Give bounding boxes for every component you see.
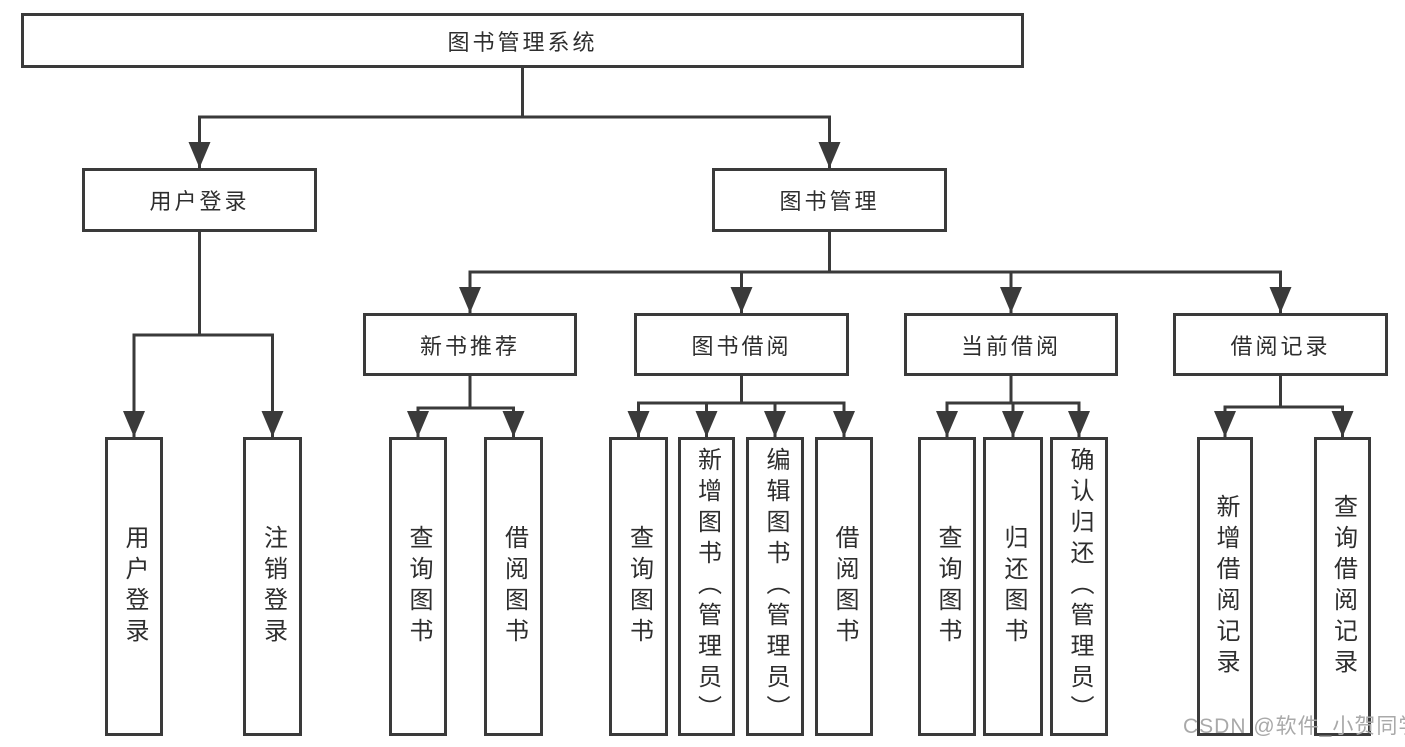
arrow-icon	[407, 411, 429, 437]
node-current-borrow: 当前借阅	[904, 313, 1118, 376]
node-book-management: 图书管理	[712, 168, 947, 232]
arrow-icon	[502, 411, 525, 437]
leaf-add-borrow-record-label: 新增借阅记录	[1212, 493, 1239, 680]
node-new-book-recommend: 新书推荐	[363, 313, 577, 376]
leaf-add-book-label: 新增图书（管理员）	[693, 447, 721, 726]
arrow-icon	[1000, 287, 1022, 313]
leaf-borrow-book: 借阅图书	[815, 437, 873, 736]
csdn-watermark: CSDN @软件_小贺同学	[1183, 715, 1405, 738]
node-root: 图书管理系统	[21, 13, 1024, 68]
leaf-return-book: 归还图书	[983, 437, 1043, 736]
node-user-login: 用户登录	[82, 168, 317, 232]
arrow-icon	[1331, 411, 1354, 437]
leaf-query-borrow-record-label: 查询借阅记录	[1329, 493, 1357, 680]
leaf-add-book: 新增图书（管理员）	[678, 437, 735, 736]
leaf-edit-book-label: 编辑图书（管理员）	[762, 447, 789, 726]
leaf-logout-label: 注销登录	[259, 524, 287, 649]
arrow-icon	[1214, 411, 1236, 437]
arrow-icon	[123, 411, 145, 437]
leaf-query-borrow-record: 查询借阅记录	[1314, 437, 1371, 736]
leaf-borrow-book-recommend-label: 借阅图书	[500, 524, 528, 649]
node-book-borrow: 图书借阅	[634, 313, 849, 376]
leaf-user-login-label: 用户登录	[121, 524, 148, 649]
connector-user-login-children	[132, 232, 274, 437]
arrowheads	[123, 142, 1354, 437]
leaf-user-login: 用户登录	[105, 437, 163, 736]
node-book-management-label: 图书管理	[779, 189, 880, 214]
arrow-icon	[730, 287, 753, 313]
leaf-return-book-label: 归还图书	[1000, 524, 1027, 649]
leaf-borrow-book-label: 借阅图书	[831, 524, 858, 649]
arrow-icon	[627, 411, 650, 437]
leaf-query-book-recommend-label: 查询图书	[405, 524, 432, 649]
arrow-icon	[1269, 287, 1292, 313]
connector-borrow-record-children	[1223, 376, 1344, 437]
connector-book-borrow-children	[637, 376, 846, 437]
arrow-icon	[833, 411, 855, 437]
leaf-borrow-book-recommend: 借阅图书	[484, 437, 543, 736]
leaf-query-book-recommend: 查询图书	[389, 437, 447, 736]
leaf-edit-book: 编辑图书（管理员）	[746, 437, 804, 736]
leaf-confirm-return-label: 确认归还（管理员）	[1066, 447, 1093, 726]
node-borrow-records-label: 借阅记录	[1230, 333, 1331, 359]
arrow-icon	[261, 411, 284, 437]
node-book-borrow-label: 图书借阅	[691, 333, 792, 359]
node-new-book-recommend-label: 新书推荐	[419, 333, 520, 359]
leaf-add-borrow-record: 新增借阅记录	[1197, 437, 1253, 736]
node-root-label: 图书管理系统	[447, 29, 598, 55]
leaf-confirm-return: 确认归还（管理员）	[1050, 437, 1108, 736]
connector-book-mgmt-children	[468, 232, 1282, 313]
connector-new-book-children	[416, 376, 515, 437]
arrow-icon	[936, 411, 958, 437]
connector-root-to-level2	[198, 68, 831, 168]
node-user-login-label: 用户登录	[149, 189, 250, 214]
leaf-query-book-current-label: 查询图书	[934, 524, 961, 649]
leaf-query-book-current: 查询图书	[918, 437, 976, 736]
arrow-icon	[764, 411, 786, 437]
node-current-borrow-label: 当前借阅	[960, 333, 1061, 359]
leaf-query-book-borrow: 查询图书	[609, 437, 668, 736]
arrow-icon	[1002, 411, 1024, 437]
arrow-icon	[188, 142, 211, 168]
leaf-logout: 注销登录	[243, 437, 302, 736]
node-borrow-records: 借阅记录	[1173, 313, 1388, 376]
arrow-icon	[459, 287, 481, 313]
arrow-icon	[695, 411, 718, 437]
leaf-query-book-borrow-label: 查询图书	[625, 524, 653, 649]
arrow-icon	[1068, 411, 1090, 437]
arrow-icon	[818, 142, 841, 168]
